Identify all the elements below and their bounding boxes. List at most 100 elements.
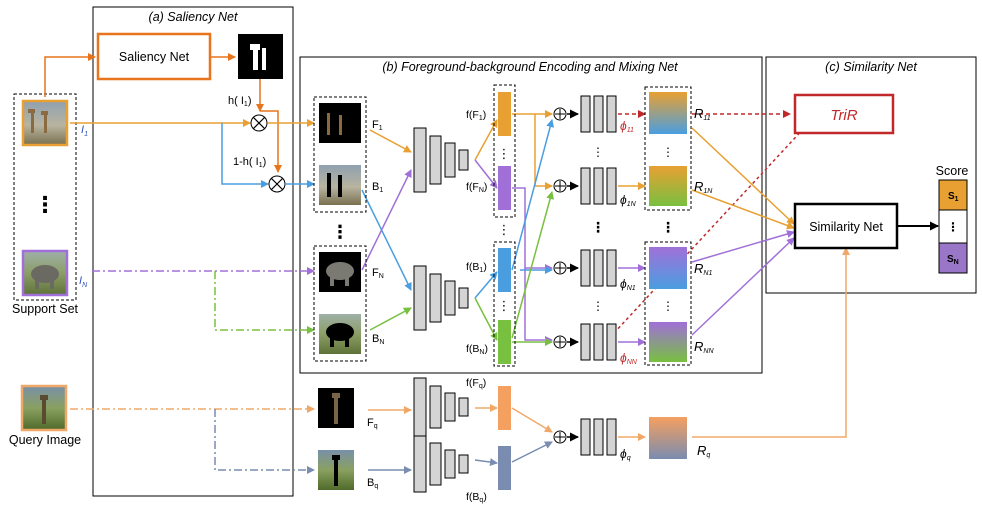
trir-box bbox=[793, 93, 895, 135]
feature-fq bbox=[498, 386, 511, 430]
support-image-n bbox=[21, 249, 69, 297]
query-image bbox=[20, 384, 68, 432]
encoder-query-fg bbox=[413, 377, 469, 437]
label-phin1: ϕN1 bbox=[620, 277, 636, 292]
label-bq: Bq bbox=[367, 477, 378, 490]
feature-fn bbox=[498, 166, 511, 210]
support-in-label: IN bbox=[79, 275, 88, 289]
label-ffn: f(FN) bbox=[466, 181, 487, 194]
relations-frame-n bbox=[644, 241, 692, 366]
relation-rnn bbox=[649, 322, 687, 362]
saliency-panel bbox=[92, 6, 294, 497]
foreground-image-q bbox=[318, 388, 354, 428]
mixer-q bbox=[580, 418, 617, 456]
support-features-frame-n bbox=[313, 245, 367, 362]
support-i1-label: I1 bbox=[81, 124, 88, 138]
mixer-ellipsis-2: ⋮ bbox=[591, 219, 605, 235]
feature-b1 bbox=[498, 248, 511, 292]
similarity-net-box bbox=[793, 202, 899, 250]
background-image-n bbox=[319, 314, 361, 354]
label-phi1n: ϕ1N bbox=[620, 193, 637, 208]
score-heading: Score bbox=[936, 164, 969, 178]
multiply-node-fg bbox=[250, 114, 268, 132]
similarity-panel-title: (c) Similarity Net bbox=[825, 60, 917, 74]
score-s1 bbox=[938, 179, 968, 211]
fg-features-ellipsis: ⋮ bbox=[498, 146, 511, 161]
score-s1-label: S1 bbox=[948, 191, 959, 203]
support-set-label: Support Set bbox=[12, 302, 79, 316]
similarity-net-label: Similarity Net bbox=[809, 220, 883, 234]
relation-r1n bbox=[649, 166, 687, 206]
label-fn: FN bbox=[372, 267, 384, 280]
background-image-q bbox=[318, 450, 354, 490]
encoder-query-bg bbox=[413, 435, 469, 493]
label-rn1: RN1 bbox=[694, 261, 712, 277]
label-fbn: f(BN) bbox=[466, 343, 488, 356]
saliency-panel-title: (a) Saliency Net bbox=[149, 10, 238, 24]
relation-rq bbox=[649, 417, 687, 459]
score-sn-label: SN bbox=[947, 254, 959, 266]
foreground-image-n bbox=[319, 252, 361, 292]
mixer-n1 bbox=[580, 249, 617, 287]
label-b1: B1 bbox=[372, 181, 383, 194]
mixer-nn bbox=[580, 323, 617, 361]
bg-features-frame bbox=[493, 241, 516, 367]
mask-bg-label: 1-h( I1) bbox=[233, 156, 266, 169]
support-features-ellipsis: ⋮ bbox=[331, 222, 349, 242]
score-sn bbox=[938, 242, 968, 274]
label-bn: BN bbox=[372, 333, 384, 346]
support-image-1 bbox=[21, 99, 69, 147]
label-phinn: ϕNN bbox=[620, 351, 638, 366]
mask-fg-label: h( I1) bbox=[228, 95, 251, 108]
trir-label: TriR bbox=[830, 107, 857, 124]
relations-ellipsis-2: ⋮ bbox=[661, 219, 675, 235]
mixer-ellipsis-3: ⋮ bbox=[592, 299, 604, 313]
bg-features-ellipsis: ⋮ bbox=[498, 298, 511, 313]
label-fbq: f(Bq) bbox=[466, 491, 487, 504]
label-fb1: f(B1) bbox=[466, 261, 487, 274]
label-r1n: R1N bbox=[694, 179, 713, 195]
label-rnn: RNN bbox=[694, 339, 714, 355]
query-image-label: Query Image bbox=[9, 433, 81, 447]
similarity-panel bbox=[765, 56, 977, 294]
encoder-mid bbox=[413, 265, 469, 331]
relations-ellipsis-3: ⋮ bbox=[662, 299, 674, 313]
relation-r11 bbox=[649, 92, 687, 134]
feature-f1 bbox=[498, 92, 511, 136]
concat-node-q bbox=[553, 430, 567, 444]
concat-node-11 bbox=[553, 107, 567, 121]
saliency-mask bbox=[238, 34, 283, 79]
mixer-11 bbox=[580, 95, 617, 133]
label-r11: R11 bbox=[694, 106, 711, 122]
encoder-top bbox=[413, 127, 469, 193]
label-ff1: f(F1) bbox=[466, 109, 486, 122]
concat-node-nn bbox=[553, 335, 567, 349]
mixer-ellipsis-1: ⋮ bbox=[592, 145, 604, 159]
relations-frame-1 bbox=[644, 86, 692, 211]
foreground-image-1 bbox=[319, 103, 361, 143]
label-phiq: ϕq bbox=[620, 447, 631, 462]
multiply-node-bg bbox=[268, 175, 286, 193]
mixer-1n bbox=[580, 167, 617, 205]
fg-features-frame bbox=[493, 84, 516, 218]
fb-panel bbox=[299, 56, 763, 374]
relations-ellipsis-1: ⋮ bbox=[662, 145, 674, 159]
concat-node-1n bbox=[553, 179, 567, 193]
score-ellipsis: ⋮ bbox=[947, 220, 959, 234]
features-gap-ellipsis: ⋮ bbox=[498, 222, 511, 237]
label-f1: F1 bbox=[372, 119, 383, 132]
concat-node-n1 bbox=[553, 261, 567, 275]
saliency-net-box bbox=[96, 32, 212, 81]
fb-panel-title: (b) Foreground-background Encoding and M… bbox=[382, 60, 678, 74]
support-features-frame-1 bbox=[313, 96, 367, 213]
score-middle bbox=[938, 209, 968, 244]
label-ffq: f(Fq) bbox=[466, 377, 486, 390]
background-image-1 bbox=[319, 165, 361, 205]
feature-bn bbox=[498, 320, 511, 364]
support-ellipsis: ⋮ bbox=[34, 192, 56, 217]
saliency-net-label: Saliency Net bbox=[119, 50, 190, 64]
relation-rn1 bbox=[649, 247, 687, 289]
label-fq: Fq bbox=[367, 417, 378, 430]
label-phi11: ϕ11 bbox=[620, 119, 634, 134]
